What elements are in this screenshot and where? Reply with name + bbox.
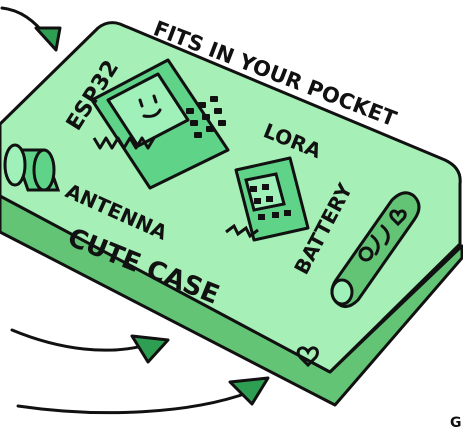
smiley-icon [138, 94, 162, 118]
chip-icon [90, 58, 230, 190]
battery-icon [330, 191, 421, 308]
arrow-icon [10, 328, 170, 364]
corner-mark: G [450, 415, 462, 428]
heart-icon [296, 346, 319, 368]
arrow-icon [0, 6, 62, 52]
antenna-icon [3, 143, 61, 192]
heart-icon [389, 209, 407, 227]
arrow-icon [16, 376, 270, 415]
lora-module-icon [225, 156, 310, 242]
